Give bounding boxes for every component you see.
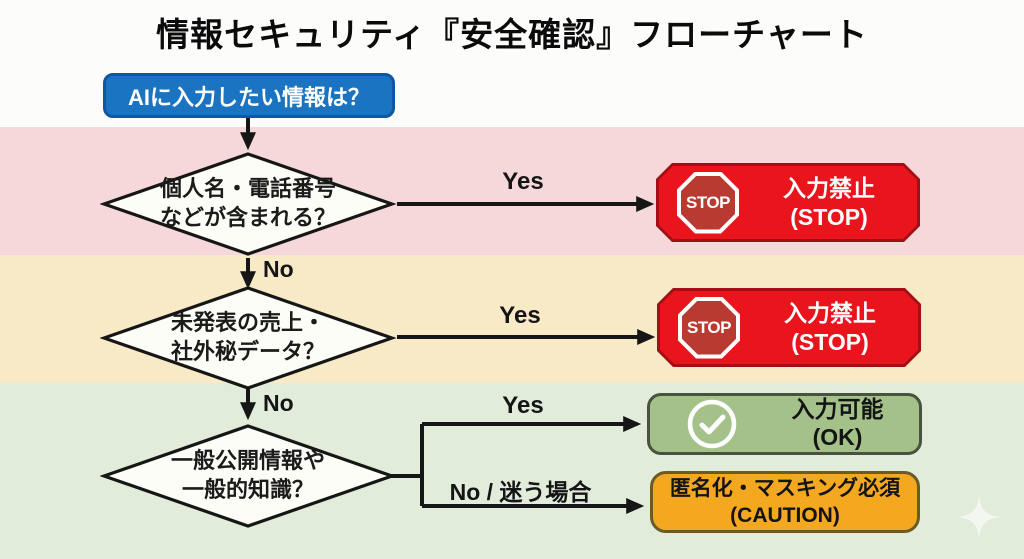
outcome-stop-2: STOP 入力禁止 (STOP) bbox=[657, 288, 921, 367]
check-circle-icon bbox=[687, 399, 737, 449]
edge-label-yes-2: Yes bbox=[499, 302, 541, 329]
decision-confidential-data-label: 未発表の売上・ 社外秘データ？ bbox=[170, 310, 325, 364]
diamond-shape bbox=[100, 286, 396, 390]
edge-label-yes-1: Yes bbox=[502, 168, 544, 195]
decision-confidential-data: 未発表の売上・ 社外秘データ？ bbox=[100, 285, 396, 391]
sparkle-icon bbox=[957, 495, 1001, 539]
outcome-stop-2-body: STOP 入力禁止 (STOP) bbox=[660, 291, 918, 364]
outcome-ok: 入力可能 (OK) bbox=[647, 393, 922, 455]
decision-personal-info: 個人名・電話番号 などが含まれる？ bbox=[100, 151, 396, 257]
page-title: 情報セキュリティ『安全確認』フローチャート bbox=[156, 16, 868, 53]
decision-public-info: 一般公開情報や 一般的知識？ bbox=[100, 423, 396, 529]
decision-public-info-label: 一般公開情報や 一般的知識？ bbox=[170, 448, 325, 502]
diamond-shape bbox=[100, 152, 396, 256]
outcome-caution: 匿名化・マスキング必須 (CAUTION) bbox=[650, 471, 920, 533]
outcome-stop-1-label: 入力禁止 (STOP) bbox=[783, 174, 875, 230]
edge-label-no-2: No bbox=[263, 390, 294, 416]
edge-label-no-unsure: No / 迷う場合 bbox=[449, 479, 592, 505]
outcome-stop-1-body: STOP 入力禁止 (STOP) bbox=[659, 166, 917, 239]
start-node: AIに入力したい情報は？ bbox=[103, 73, 395, 118]
edge-label-no-1: No bbox=[263, 256, 294, 282]
stop-sign-icon-text: STOP bbox=[687, 317, 731, 337]
stop-sign-icon: STOP bbox=[678, 297, 740, 359]
edge-label-yes-3: Yes bbox=[502, 392, 544, 419]
outcome-stop-2-label: 入力禁止 (STOP) bbox=[784, 299, 876, 355]
outcome-stop-1: STOP 入力禁止 (STOP) bbox=[656, 163, 920, 242]
decision-personal-info-label: 個人名・電話番号 などが含まれる？ bbox=[159, 176, 336, 230]
outcome-ok-label: 入力可能 (OK) bbox=[791, 396, 884, 450]
stop-sign-icon: STOP bbox=[677, 172, 739, 234]
stop-sign-icon-face: STOP bbox=[682, 301, 736, 355]
stop-sign-icon-text: STOP bbox=[686, 192, 730, 212]
diamond-shape bbox=[100, 424, 396, 528]
stop-sign-icon-face: STOP bbox=[681, 176, 735, 230]
start-node-label: AIに入力したい情報は？ bbox=[127, 84, 370, 110]
outcome-caution-label: 匿名化・マスキング必須 (CAUTION) bbox=[669, 476, 901, 527]
